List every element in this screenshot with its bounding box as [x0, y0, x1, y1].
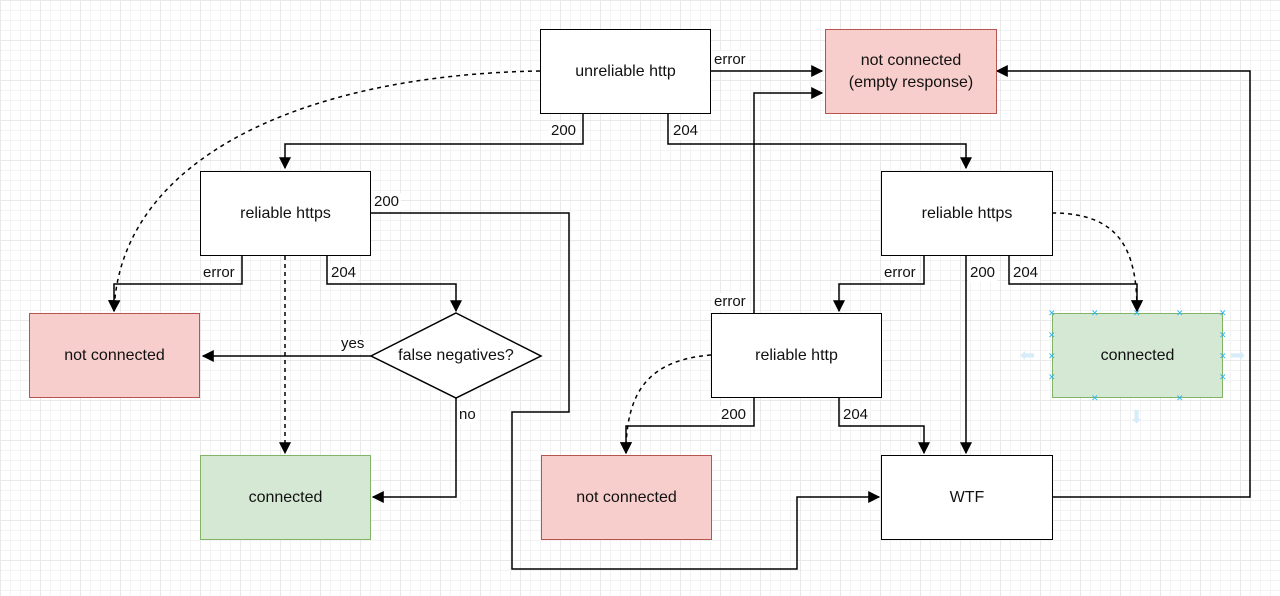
edge-http-dashed[interactable] [620, 354, 712, 455]
clone-arrow-left-icon[interactable]: ⬅ [1020, 345, 1036, 365]
edge-label-204: 204 [671, 122, 701, 140]
edge-label-200: 200 [719, 406, 749, 424]
edge-unreliable-dashed[interactable] [108, 70, 541, 313]
node-reliable-http-label: reliable http [755, 346, 838, 364]
edge-unreliable-204[interactable] [667, 114, 972, 170]
node-connected-left-label: connected [248, 488, 323, 506]
selection-handle-icon[interactable]: ✕ [1048, 372, 1056, 382]
edge-label-error: error [712, 51, 748, 69]
node-not-connected-empty-line2: (empty response) [848, 73, 974, 91]
node-not-connected-bottom[interactable]: not connected [541, 455, 712, 540]
node-false-negatives-label: false negatives? [398, 346, 514, 364]
node-not-connected-empty-line1: not connected [860, 51, 962, 69]
node-unreliable-http[interactable]: unreliable http [540, 29, 711, 114]
edge-label-204: 204 [329, 264, 359, 282]
selection-handle-icon[interactable]: ✕ [1219, 351, 1227, 361]
edge-label-200: 200 [549, 122, 579, 140]
node-wtf-label: WTF [949, 488, 985, 506]
edge-wtf-return[interactable] [995, 65, 1251, 498]
node-unreliable-http-label: unreliable http [575, 62, 676, 80]
node-reliable-https-right[interactable]: reliable https [881, 171, 1053, 256]
edge-label-204: 204 [1011, 264, 1041, 282]
selection-handle-icon[interactable]: ✕ [1219, 330, 1227, 340]
node-reliable-https-right-label: reliable https [921, 204, 1013, 222]
edge-no[interactable] [371, 398, 457, 503]
selection-handle-icon[interactable]: ✕ [1176, 308, 1184, 318]
selection-handle-icon[interactable]: ✕ [1091, 308, 1099, 318]
selection-handle-icon[interactable]: ✕ [1048, 351, 1056, 361]
selection-handle-icon[interactable]: ✕ [1048, 330, 1056, 340]
edge-https-left-204[interactable] [326, 256, 462, 313]
selection-handle-icon[interactable]: ✕ [1091, 393, 1099, 403]
edge-https-right-dashed[interactable] [1051, 212, 1143, 313]
node-wtf[interactable]: WTF [881, 455, 1053, 540]
edge-http-200[interactable] [620, 398, 755, 455]
selection-handle-icon[interactable]: ✕ [1176, 393, 1184, 403]
edge-unreliable-200[interactable] [279, 114, 584, 170]
clone-arrow-right-icon[interactable]: ➡ [1230, 345, 1246, 365]
edge-label-no: no [457, 406, 478, 424]
node-reliable-https-left-label: reliable https [240, 204, 331, 222]
node-not-connected-bottom-label: not connected [576, 488, 677, 506]
edge-http-error[interactable] [753, 87, 824, 313]
node-connected-right-label: connected [1100, 346, 1175, 364]
selection-handle-icon[interactable]: ✕ [1219, 372, 1227, 382]
edge-label-error: error [201, 264, 237, 282]
edge-http-204[interactable] [838, 398, 930, 455]
clone-arrow-down-icon[interactable]: ⬇ [1129, 407, 1145, 427]
edge-label-204: 204 [841, 406, 871, 424]
edge-https-right-error[interactable] [833, 256, 925, 313]
edge-label-error: error [712, 293, 748, 311]
selection-handle-icon[interactable]: ✕ [1133, 308, 1141, 318]
node-connected-right[interactable]: connected [1052, 313, 1223, 398]
edge-label-200: 200 [372, 193, 402, 211]
node-not-connected-empty-response[interactable]: not connected (empty response) [825, 29, 997, 114]
node-connected-left[interactable]: connected [200, 455, 371, 540]
edge-https-left-error[interactable] [108, 256, 243, 313]
node-reliable-https-left[interactable]: reliable https [200, 171, 371, 256]
false-negatives-diamond[interactable] [369, 312, 543, 399]
node-not-connected-left[interactable]: not connected [29, 313, 200, 398]
edge-label-yes: yes [339, 335, 367, 353]
selection-handle-icon[interactable]: ✕ [1219, 308, 1227, 318]
node-not-connected-left-label: not connected [64, 346, 165, 364]
edge-label-200: 200 [968, 264, 998, 282]
node-false-negatives[interactable]: false negatives? [371, 313, 541, 398]
edge-https-left-200[interactable] [370, 212, 881, 570]
selection-handle-icon[interactable]: ✕ [1048, 308, 1056, 318]
node-reliable-http[interactable]: reliable http [711, 313, 882, 398]
edge-label-error: error [882, 264, 918, 282]
